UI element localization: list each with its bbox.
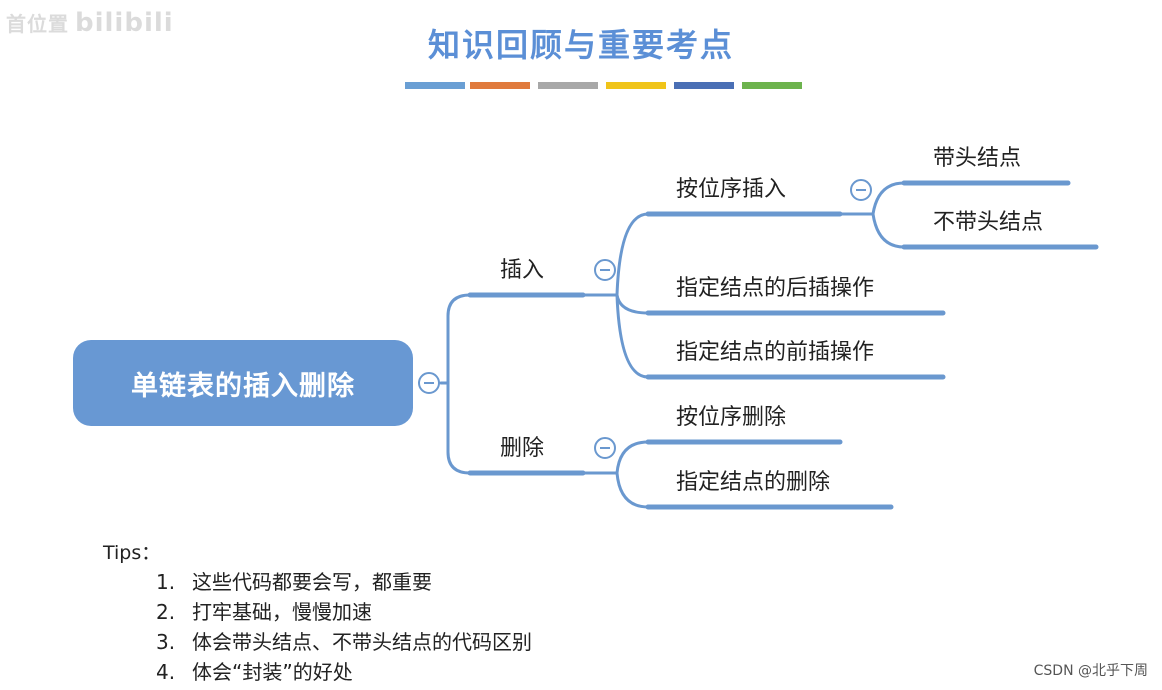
tip-number: 3. [156,630,176,654]
tip-text: 体会带头结点、不带头结点的代码区别 [192,630,532,654]
tip-item: 1. 这些代码都要会写，都重要 [156,566,432,595]
color-bar-6 [742,82,802,89]
connector-insert-after [615,293,650,315]
tip-number: 1. [156,570,176,594]
minus-icon [856,189,866,191]
position-insert-collapse-button[interactable] [850,179,872,201]
node-insert[interactable]: 插入 [500,258,545,283]
watermark-prefix: 首位置 [6,12,69,36]
node-delete-node[interactable]: 指定结点的删除 [676,470,831,495]
root-node[interactable]: 单链表的插入删除 [73,340,413,426]
node-insert-after[interactable]: 指定结点的后插操作 [676,276,875,301]
tip-text: 打牢基础，慢慢加速 [192,600,372,624]
connector-root-insert [439,293,472,385]
color-bar-5 [674,82,734,89]
tip-text: 体会“封装”的好处 [192,660,353,684]
root-node-label: 单链表的插入删除 [131,370,355,402]
connector-delete-node [615,471,650,509]
color-bar-2 [470,82,530,89]
connector-delete-by-position [615,440,650,475]
minus-icon [600,269,610,271]
footer-credit: CSDN @北乎下周 [1033,663,1148,679]
node-delete-by-position[interactable]: 按位序删除 [676,405,787,430]
connector-insert-before [615,293,650,379]
node-insert-before[interactable]: 指定结点的前插操作 [676,340,875,365]
insert-collapse-button[interactable] [594,259,616,281]
tip-number: 4. [156,660,176,684]
color-bar-1 [405,82,465,89]
tip-text: 这些代码都要会写，都重要 [192,570,432,594]
color-bar-3 [538,82,598,89]
delete-collapse-button[interactable] [594,437,616,459]
node-insert-by-position[interactable]: 按位序插入 [676,177,787,202]
connector-insert-by-position [615,212,650,297]
tips-title: Tips： [103,542,161,564]
tip-item: 4. 体会“封装”的好处 [156,656,353,685]
connector-with-head [871,181,906,216]
node-without-head[interactable]: 不带头结点 [933,210,1044,235]
minus-icon [424,382,434,384]
slide-title: 知识回顾与重要考点 [427,26,734,64]
root-collapse-button[interactable] [418,372,440,394]
tip-item: 3. 体会带头结点、不带头结点的代码区别 [156,626,532,655]
watermark-logo: bilibili [75,8,174,38]
tip-item: 2. 打牢基础，慢慢加速 [156,596,372,625]
connector-root-delete [446,381,472,475]
node-with-head[interactable]: 带头结点 [933,146,1022,171]
connector-without-head [871,212,906,249]
color-bar-4 [606,82,666,89]
minus-icon [600,447,610,449]
tip-number: 2. [156,600,176,624]
node-delete[interactable]: 删除 [500,436,545,461]
